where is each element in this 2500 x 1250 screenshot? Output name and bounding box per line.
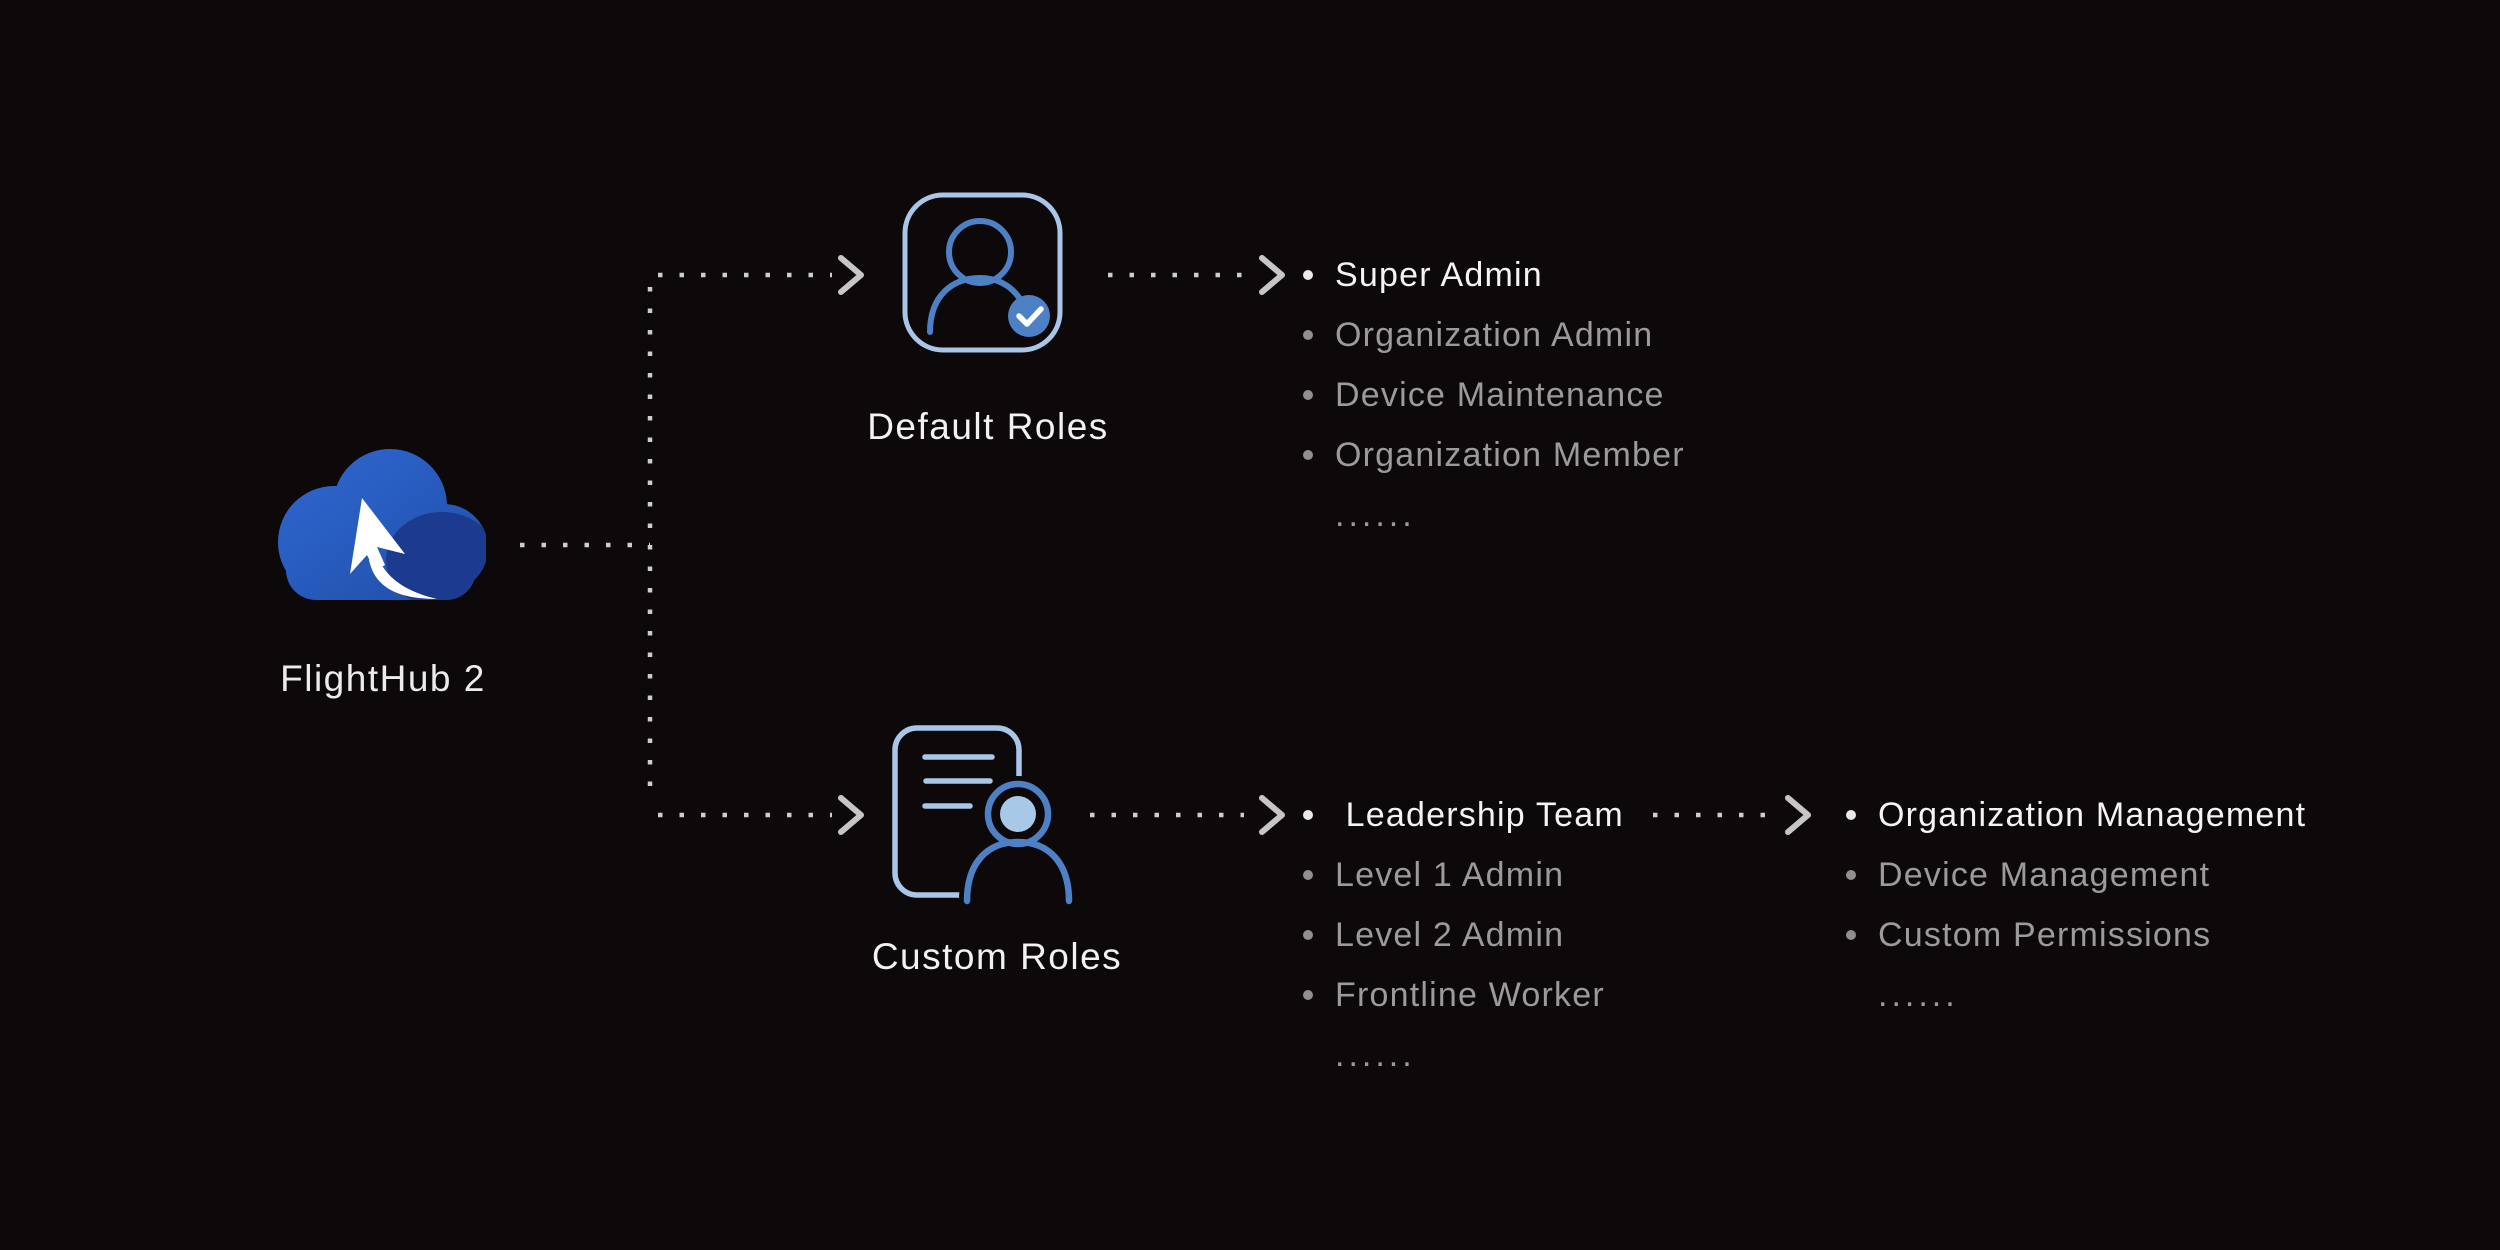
bullet-icon: [1846, 810, 1856, 820]
arrow-right-icon: [1785, 795, 1811, 835]
list-item: Organization Admin: [1300, 305, 1685, 365]
list-item-label: Level 2 Admin: [1335, 915, 1565, 954]
bullet-icon: [1846, 930, 1856, 940]
bullet-icon: [1303, 270, 1313, 280]
default-roles-label: Default Roles: [867, 406, 1109, 447]
connector-branch-custom-roles: [658, 795, 864, 835]
list-item: Level 2 Admin: [1300, 905, 1624, 965]
list-item-label: Device Maintenance: [1335, 375, 1665, 414]
list-item: Organization Member: [1300, 425, 1685, 485]
list-item-label: Organization Management: [1878, 795, 2307, 834]
list-item: Level 1 Admin: [1300, 845, 1624, 905]
connector-root-trunk: [520, 287, 653, 800]
check-badge-icon: [1008, 295, 1050, 337]
bullet-icon: [1303, 330, 1313, 340]
custom-roles-list: Leadership Team Level 1 Admin Level 2 Ad…: [1300, 785, 1624, 1085]
custom-roles-label: Custom Roles: [871, 936, 1123, 977]
list-item-label: Device Management: [1878, 855, 2211, 894]
cursor-icon: [350, 498, 437, 599]
root-node-label: FlightHub 2: [280, 658, 486, 699]
bullet-icon: [1303, 450, 1313, 460]
document-user-icon: [892, 725, 1077, 905]
list-item-label: Level 1 Admin: [1335, 855, 1565, 894]
connector-branch-default-roles: [658, 255, 864, 295]
arrow-right-icon: [1259, 795, 1285, 835]
list-item: Frontline Worker: [1300, 965, 1624, 1025]
bullet-icon: [1303, 810, 1313, 820]
list-item-label: Organization Admin: [1335, 315, 1654, 354]
list-item: Leadership Team: [1300, 785, 1624, 845]
list-item: Device Management: [1843, 845, 2306, 905]
flighthub-cloud-logo: [278, 449, 486, 600]
connector-leadership-to-permissions: [1653, 795, 1811, 835]
user-check-icon: [902, 192, 1063, 353]
list-item: Super Admin: [1300, 245, 1685, 305]
connector-default-roles-to-list: [1108, 255, 1285, 295]
arrow-right-icon: [838, 255, 864, 295]
list-item-label: Organization Member: [1335, 435, 1685, 474]
bullet-icon: [1303, 870, 1313, 880]
ellipsis-label: ......: [1335, 1035, 1416, 1074]
arrow-right-icon: [1259, 255, 1285, 295]
default-roles-list: Super Admin Organization Admin Device Ma…: [1300, 245, 1685, 545]
list-item-label: Leadership Team: [1335, 795, 1624, 834]
list-item: Device Maintenance: [1300, 365, 1685, 425]
arrow-right-icon: [838, 795, 864, 835]
list-item: Organization Management: [1843, 785, 2306, 845]
connector-custom-roles-to-list: [1090, 795, 1285, 835]
permissions-list: Organization Management Device Managemen…: [1843, 785, 2306, 1025]
ellipsis-label: ......: [1878, 975, 1959, 1014]
list-ellipsis: ......: [1300, 485, 1685, 545]
list-ellipsis: ......: [1843, 965, 2306, 1025]
bullet-icon: [1846, 870, 1856, 880]
ellipsis-label: ......: [1335, 495, 1416, 534]
bullet-icon: [1303, 990, 1313, 1000]
bullet-icon: [1303, 930, 1313, 940]
list-item-label: Super Admin: [1335, 255, 1543, 294]
list-item-label: Custom Permissions: [1878, 915, 2212, 954]
list-item: Custom Permissions: [1843, 905, 2306, 965]
list-item-label: Frontline Worker: [1335, 975, 1605, 1014]
list-ellipsis: ......: [1300, 1025, 1624, 1085]
bullet-icon: [1303, 390, 1313, 400]
